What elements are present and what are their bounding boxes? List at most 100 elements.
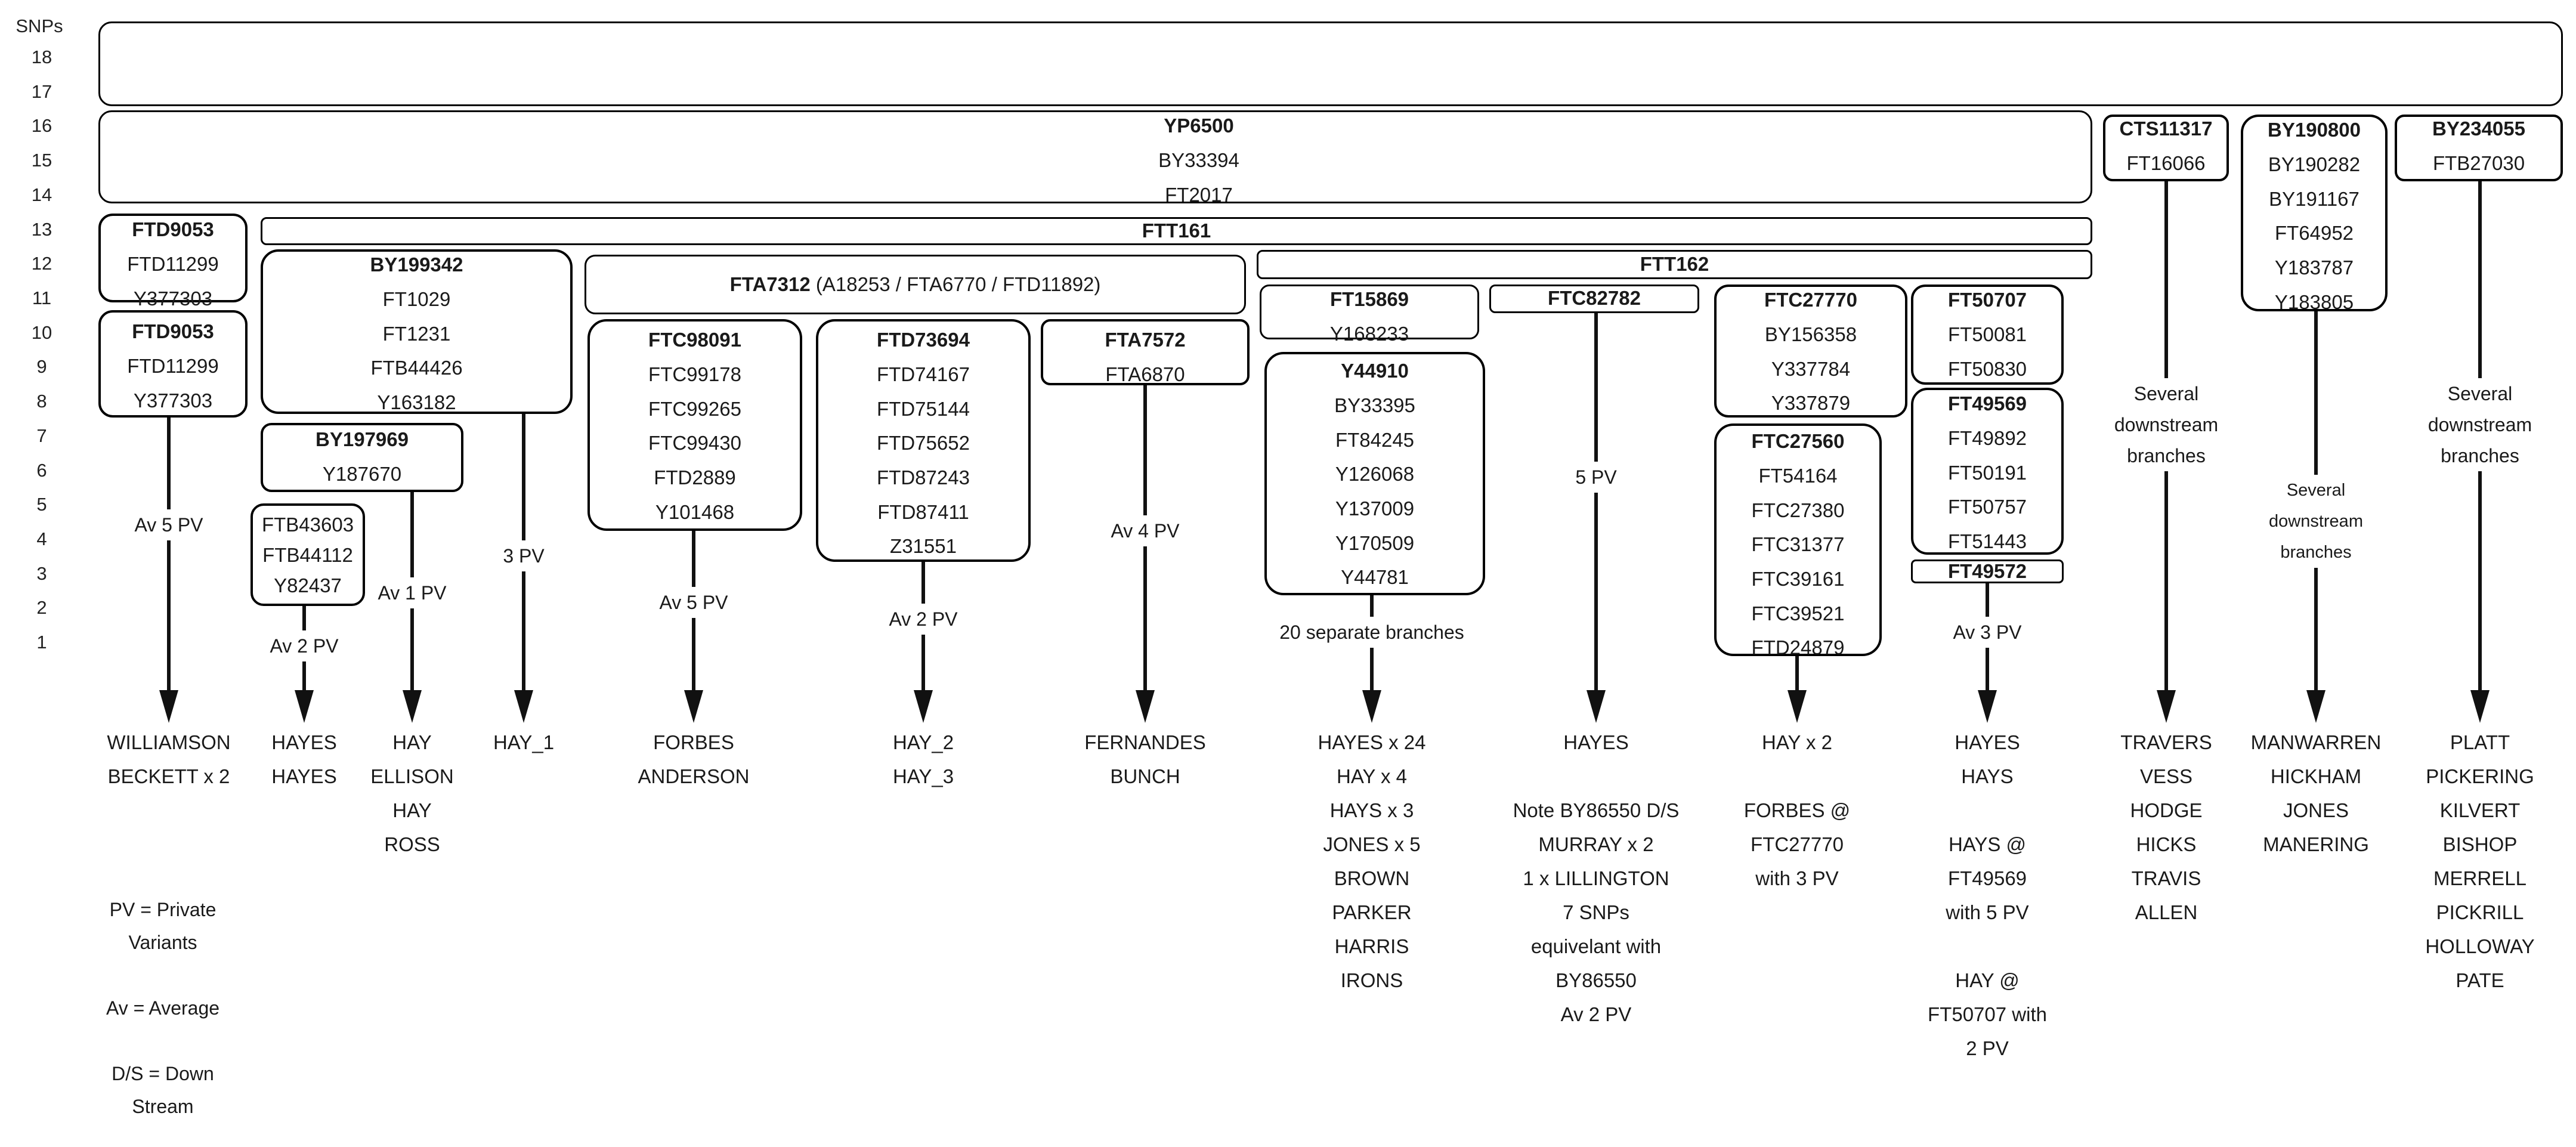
surname-label: VESS <box>2139 765 2193 787</box>
box-ft50707-line-3: FT50830 <box>1947 357 2027 380</box>
branch-note-line: Several <box>2278 475 2354 506</box>
surname-column-4: HAY_1 <box>493 725 554 759</box>
surname-label: ANDERSON <box>638 765 750 787</box>
surname-label: MURRAY x 2 <box>1538 833 1654 855</box>
snp-count-label: 2 <box>36 597 47 618</box>
box-y44910 <box>1264 352 1485 595</box>
box-ft49569-line-2: FT49892 <box>1947 426 2027 449</box>
surname-label: with 3 PV <box>1755 867 1839 889</box>
box-ftc27560-line-5: FTC39161 <box>1751 567 1845 590</box>
surname-label: KILVERT <box>2439 799 2521 821</box>
surname-label: HAYS x 3 <box>1329 799 1414 821</box>
down-arrow-icon-2 <box>295 690 314 723</box>
box-ft49572-bar <box>1911 559 2064 583</box>
box-ftd73694-line-2: FTD74167 <box>877 363 970 385</box>
box-ft49569-line-3: FT50191 <box>1947 461 2027 484</box>
surname-label: FORBES @ <box>1743 799 1851 821</box>
branch-note-line: downstream <box>2260 506 2371 537</box>
snp-count-label: 11 <box>32 287 52 308</box>
branch-note-line: Several <box>2439 378 2521 409</box>
surname-label: HODGE <box>2130 799 2203 821</box>
snp-count-label: 18 <box>31 47 52 67</box>
box-ftd73694-line-6: FTD87411 <box>877 500 969 523</box>
surname-label: BECKETT x 2 <box>107 765 230 787</box>
surname-label: HAYS <box>1961 765 2014 787</box>
surname-column-1: WILLIAMSON BECKETT x 2 <box>107 725 230 793</box>
surname-label: ALLEN <box>2135 901 2198 923</box>
box-by199342-line-3: FT1231 <box>382 322 451 345</box>
box-ftd73694-line-7: Z31551 <box>890 535 957 558</box>
box-ftd9053-upper <box>98 214 248 302</box>
box-by190800-line-2: BY190282 <box>2268 153 2361 175</box>
branch-note-label-4: 3 PV <box>494 540 553 571</box>
box-by190800 <box>2241 115 2388 311</box>
box-ftd9053-lower-line-3: Y377303 <box>133 389 213 412</box>
surname-label: MANWARREN <box>2250 731 2382 753</box>
box-fta7572 <box>1041 319 1250 385</box>
box-by234055-line-2: FTB27030 <box>2432 152 2525 174</box>
branch-note-line: Av 1 PV <box>369 577 455 608</box>
box-yp6500 <box>98 110 2092 203</box>
down-arrow-icon-1 <box>159 690 178 723</box>
surname-label: TRAVERS <box>2120 731 2212 753</box>
branch-note-label-7: Av 4 PV <box>1102 515 1188 546</box>
surname-label: PLATT <box>2450 731 2510 753</box>
box-by190800-line-5: Y183787 <box>2274 256 2354 279</box>
box-ftb43603-line-1: FTB43603 <box>261 513 354 536</box>
snp-count-label: 13 <box>31 219 52 240</box>
surname-label: WILLIAMSON <box>107 731 231 753</box>
branch-note-line: 5 PV <box>1567 462 1625 493</box>
box-ft15869-line-2: Y168233 <box>1329 322 1409 345</box>
box-ftd73694-line-3: FTD75144 <box>877 397 970 420</box>
branch-note-line: branches <box>2272 537 2360 568</box>
branch-note-line: 20 separate branches <box>1271 617 1473 648</box>
box-fta7312-bar <box>585 255 1246 314</box>
box-by190800-line-1: BY190800 <box>2268 119 2361 141</box>
box-ftt162-bar-text: FTT162 <box>1257 247 2092 282</box>
surname-label: MANERING <box>2263 833 2369 855</box>
box-ftb43603-line-2: FTB44112 <box>262 543 353 566</box>
surname-label: FERNANDES <box>1084 731 1206 753</box>
box-ftd73694-line-1: FTD73694 <box>877 329 970 351</box>
snp-count-label: 12 <box>31 253 52 274</box>
surname-label: PICKERING <box>2426 765 2534 787</box>
surname-label: equivelant with <box>1530 935 1662 957</box>
box-ftb43603 <box>251 503 365 606</box>
surname-label: HAY_1 <box>493 731 555 753</box>
box-ftd9053-upper-line-3: Y377303 <box>133 287 213 310</box>
surname-label: HAY x 4 <box>1337 765 1407 787</box>
box-ft49569-line-1: FT49569 <box>1947 392 2027 415</box>
down-arrow-icon-4 <box>514 690 533 723</box>
surname-label: MERRELL <box>2433 867 2526 889</box>
surname-label: JONES x 5 <box>1323 833 1421 855</box>
surname-label: HAY x 2 <box>1761 731 1832 753</box>
snp-count-label: 17 <box>31 81 52 102</box>
box-ftc27560-line-7: FTD24879 <box>1751 636 1845 659</box>
box-y44910-line-3: FT84245 <box>1335 428 1415 451</box>
branch-note-label-2: Av 2 PV <box>261 630 347 661</box>
branch-note-line: Several <box>2125 378 2207 409</box>
branch-note-line: downstream <box>2419 409 2541 440</box>
box-ftc27770 <box>1714 285 1907 418</box>
branch-note-line: downstream <box>2105 409 2227 440</box>
down-arrow-icon-13 <box>2306 690 2325 723</box>
box-fta7572-line-2: FTA6870 <box>1105 363 1185 385</box>
surname-label: HAY_2 <box>892 731 954 753</box>
box-ftc98091-line-5: FTD2889 <box>654 466 736 489</box>
box-fta7312-bar-line-1: FTA7312 (A18253 / FTA6770 / FTD11892) <box>729 273 1101 296</box>
branch-note-line: Av 4 PV <box>1102 515 1188 546</box>
box-by190800-line-4: FT64952 <box>2274 222 2354 245</box>
